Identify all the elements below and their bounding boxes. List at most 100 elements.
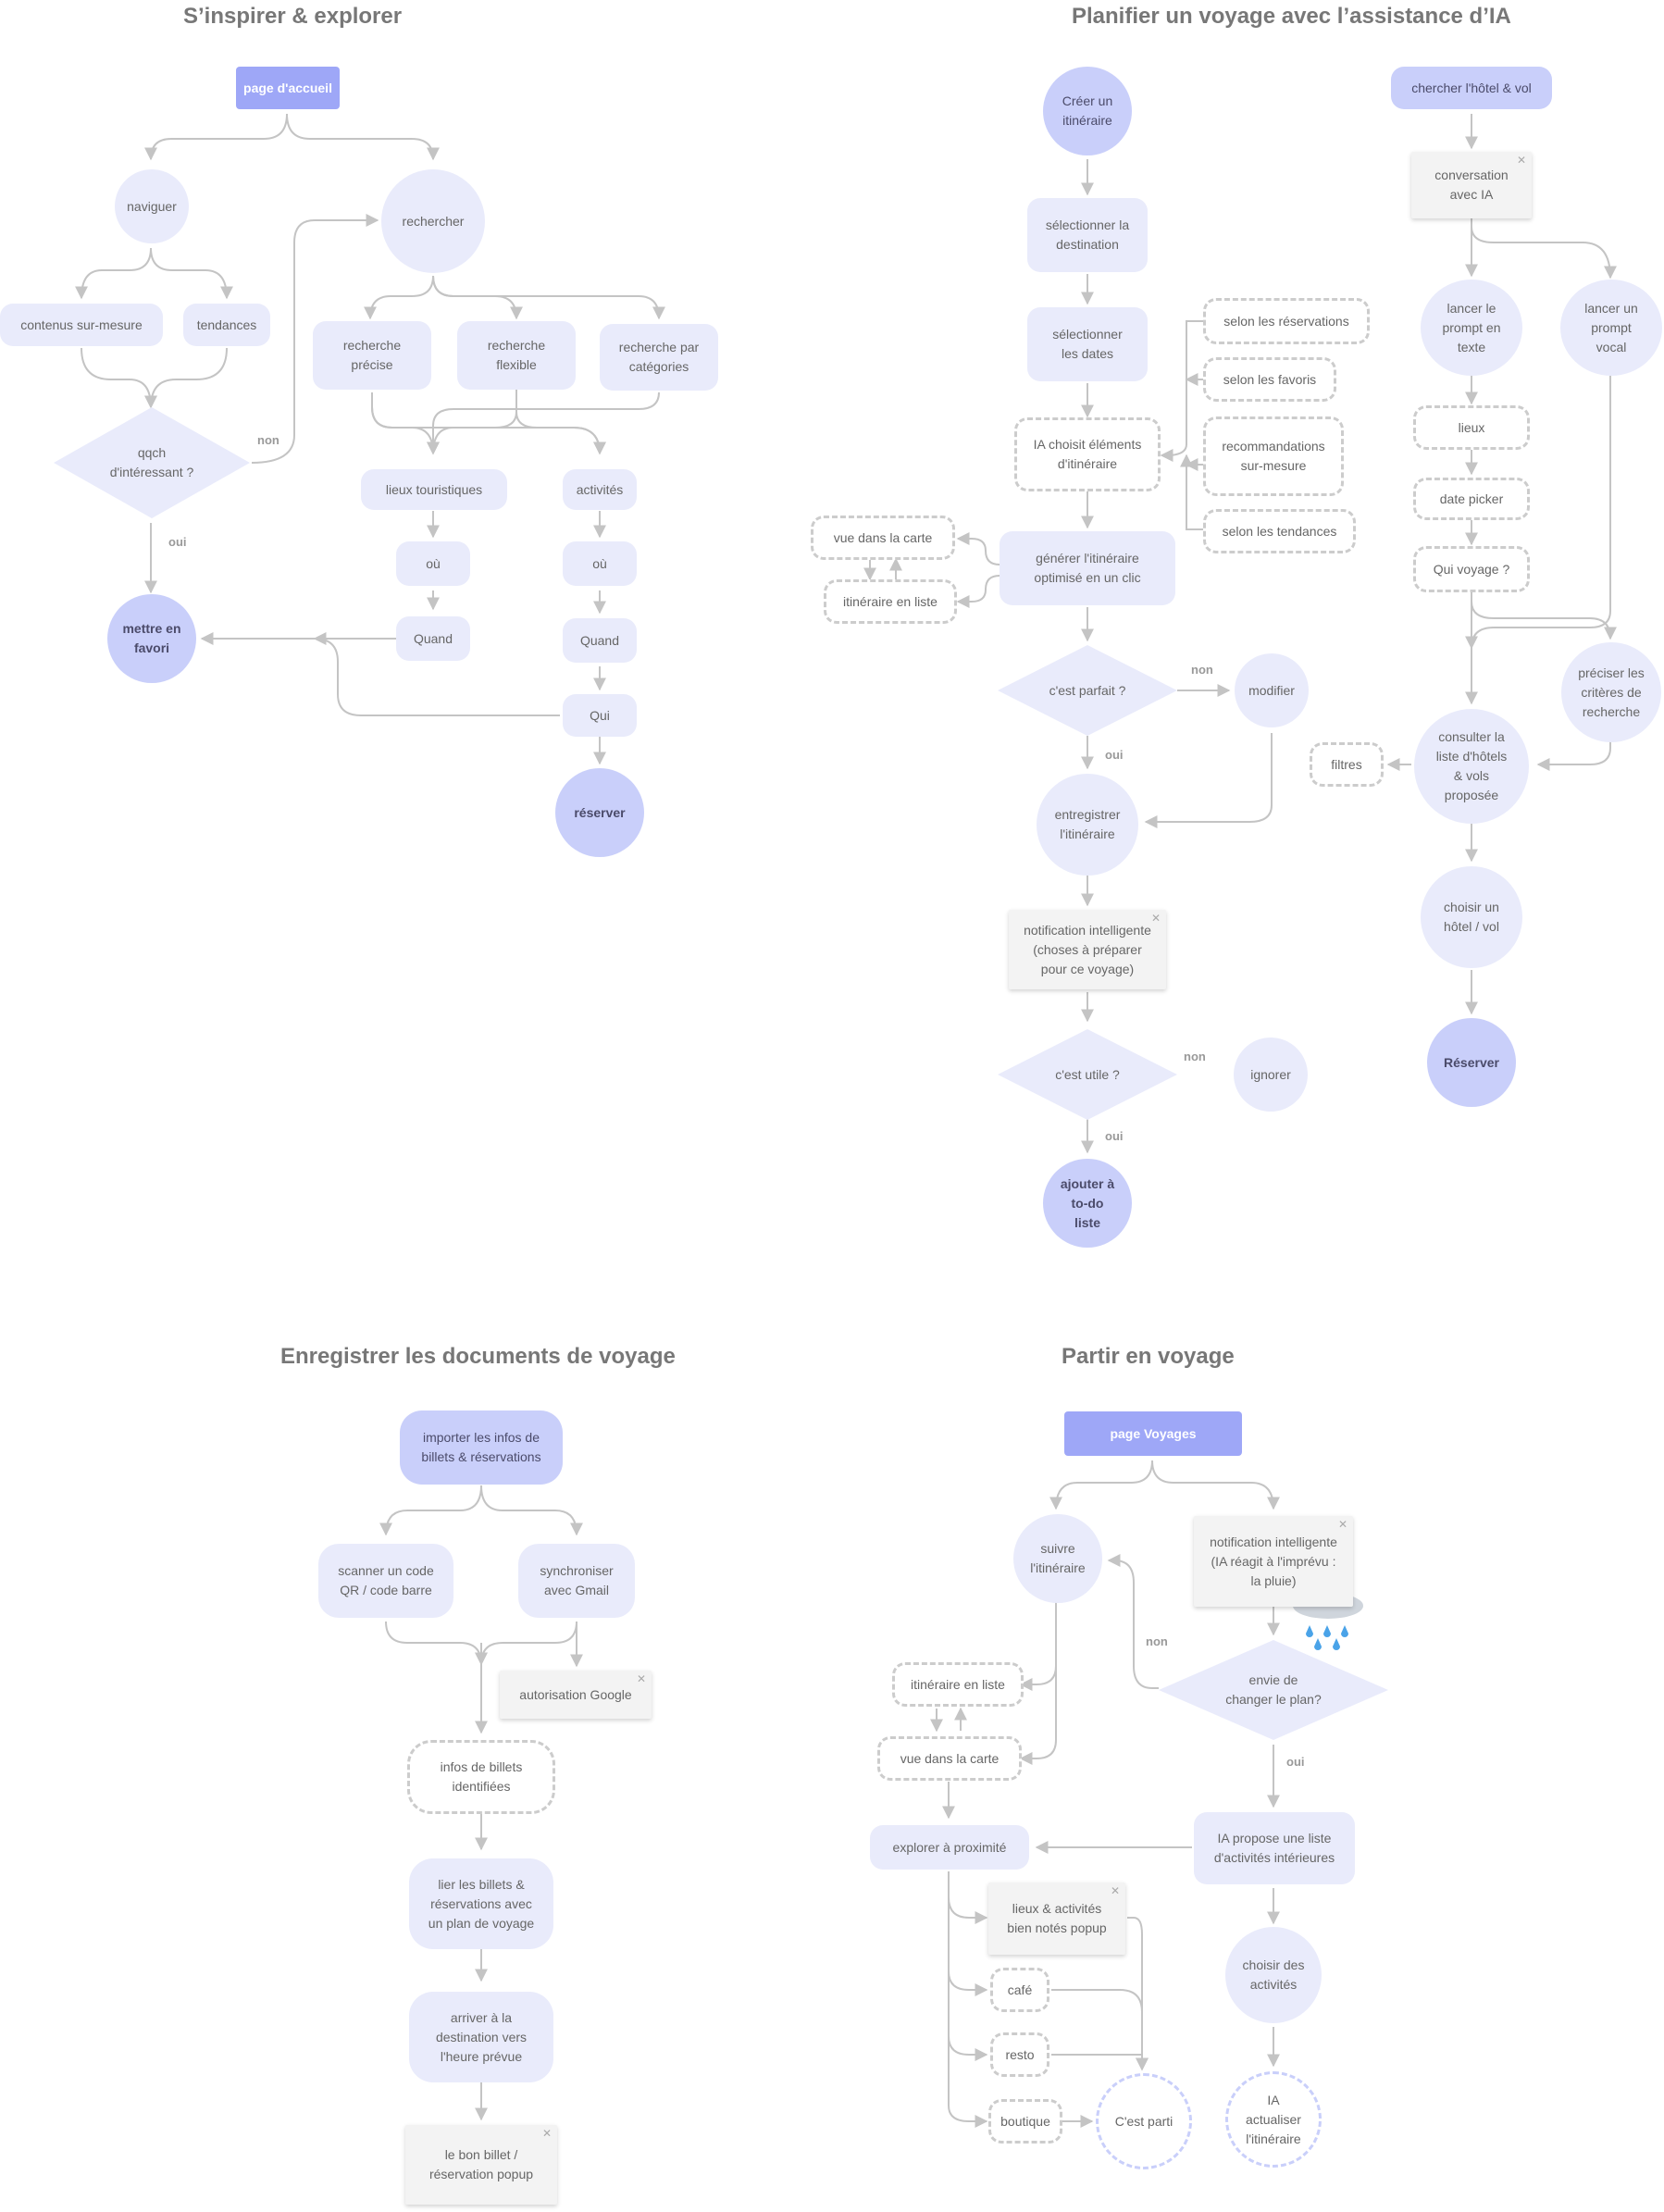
edge — [948, 1871, 988, 1924]
popup-notification-preparer: notification intelligente (choses à prép… — [1009, 910, 1166, 989]
close-icon[interactable]: ✕ — [636, 1672, 646, 1685]
section-title-plan: Planifier un voyage avec l’assistance d’… — [1072, 4, 1511, 29]
node-vue-carte-e: vue dans la carte — [877, 1736, 1022, 1781]
node-quand-a: Quand — [396, 616, 470, 661]
node-explorer-proximite: explorer à proximité — [870, 1825, 1029, 1870]
edge — [371, 392, 440, 455]
close-icon[interactable]: ✕ — [1150, 912, 1161, 925]
edge — [1536, 731, 1611, 771]
node-selon-reservations: selon les réservations — [1203, 298, 1370, 344]
node-ajouter-todo: ajouter à to-do liste — [1043, 1159, 1132, 1248]
close-icon[interactable]: ✕ — [1337, 1518, 1347, 1531]
section-title-trip: Partir en voyage — [1062, 1344, 1235, 1369]
node-infos-identifiees: infos de billets identifiées — [407, 1740, 555, 1814]
popup-text: lieux & activités bien notés popup — [1007, 1901, 1107, 1935]
edge — [144, 113, 288, 161]
node-itineraire-liste-b: itinéraire en liste — [824, 579, 957, 624]
node-contenus-sur-mesure: contenus sur-mesure — [0, 304, 163, 346]
edge — [385, 1621, 488, 1666]
node-naviguer: naviguer — [115, 169, 189, 243]
node-lier-billets: lier les billets & réservations avec un … — [409, 1858, 553, 1949]
node-generer-itineraire: générer l'itinéraire optimisé en un clic — [1000, 531, 1175, 605]
node-selectionner-dates: sélectionner les dates — [1027, 307, 1148, 381]
edge — [948, 2036, 988, 2128]
node-reserver-c: Réserver — [1427, 1018, 1516, 1107]
edge — [1144, 733, 1273, 828]
edge — [1051, 1989, 1149, 2071]
node-scanner-code: scanner un code QR / code barre — [318, 1544, 453, 1618]
edge — [956, 532, 1000, 565]
node-consulter-liste: consulter la liste d'hôtels & vols propo… — [1414, 709, 1529, 824]
node-creer-itineraire: Créer un itinéraire — [1043, 67, 1132, 155]
decision-label: c'est parfait ? — [1049, 682, 1126, 698]
node-ia-actualiser: IA actualiser l'itinéraire — [1225, 2071, 1322, 2168]
popup-text: le bon billet / réservation popup — [428, 2147, 534, 2181]
section-title-documents: Enregistrer les documents de voyage — [280, 1344, 676, 1369]
node-cafe: café — [990, 1968, 1049, 2012]
node-chercher-hotel-vol: chercher l'hôtel & vol — [1391, 67, 1552, 109]
close-icon[interactable]: ✕ — [1110, 1884, 1120, 1897]
edge-label-oui: oui — [1286, 1755, 1305, 1769]
edge-label-non: non — [1184, 1050, 1206, 1063]
edge-label-oui: oui — [1105, 748, 1124, 762]
popup-text: conversation avec IA — [1434, 168, 1509, 202]
edge — [313, 632, 560, 716]
edge — [1019, 1647, 1057, 1765]
node-lieux-touristiques: lieux touristiques — [361, 469, 507, 510]
edge — [144, 347, 228, 409]
edge-label-non: non — [1191, 663, 1213, 677]
edge — [251, 214, 379, 464]
node-date-picker: date picker — [1413, 478, 1530, 520]
edge-label-non: non — [257, 433, 279, 447]
edge — [427, 389, 517, 455]
popup-conversation-ia: conversation avec IA ✕ — [1411, 152, 1532, 218]
node-filtres: filtres — [1310, 742, 1384, 787]
node-ia-propose-liste: IA propose une liste d'activités intérie… — [1194, 1812, 1355, 1884]
decision-label: envie de changer le plan? — [1225, 1672, 1322, 1707]
close-icon[interactable]: ✕ — [1516, 154, 1526, 167]
node-ou-a: où — [396, 541, 470, 586]
edge — [1051, 2054, 1149, 2071]
popup-bon-billet: le bon billet / réservation popup ✕ — [405, 2125, 557, 2205]
node-synchroniser-gmail: synchroniser avec Gmail — [518, 1544, 635, 1618]
edge — [1180, 454, 1203, 530]
node-choisir-hotel: choisir un hôtel / vol — [1421, 866, 1522, 968]
node-prompt-vocal: lancer un prompt vocal — [1560, 280, 1662, 376]
node-recommandations: recommandations sur-mesure — [1203, 416, 1344, 496]
edge — [1465, 376, 1611, 650]
edge — [480, 1485, 583, 1536]
node-preciser-criteres: préciser les critères de recherche — [1561, 642, 1661, 742]
edge — [432, 275, 665, 320]
node-recherche-categories: recherche par catégories — [600, 324, 718, 391]
edge — [371, 392, 606, 455]
node-importer-infos: importer les infos de billets & réservat… — [400, 1410, 563, 1485]
node-recherche-flexible: recherche flexible — [457, 321, 576, 390]
node-page-accueil: page d'accueil — [236, 67, 340, 109]
node-lieux: lieux — [1413, 405, 1530, 450]
edge-label-oui: oui — [1105, 1129, 1124, 1143]
node-boutique: boutique — [988, 2099, 1062, 2144]
node-choisir-activites: choisir des activités — [1225, 1927, 1322, 2023]
edge — [948, 1971, 988, 2061]
node-selon-tendances: selon les tendances — [1203, 509, 1356, 553]
decision-qqch-interessant: qqch d'intéressant ? — [54, 407, 250, 518]
node-suivre-itineraire: suivre l'itinéraire — [1013, 1514, 1102, 1603]
edge — [81, 347, 157, 409]
node-resto: resto — [990, 2032, 1049, 2077]
edge — [364, 275, 434, 320]
edge — [1049, 1460, 1153, 1510]
node-qui: Qui — [563, 694, 637, 737]
node-cest-parti: C'est parti — [1096, 2073, 1192, 2169]
popup-text: autorisation Google — [519, 1686, 632, 1702]
edge — [286, 113, 440, 161]
edge — [1471, 226, 1617, 280]
popup-notification-pluie: notification intelligente (IA réagit à l… — [1194, 1516, 1353, 1607]
edge — [75, 247, 152, 300]
node-tendances: tendances — [183, 304, 270, 346]
close-icon[interactable]: ✕ — [541, 2127, 552, 2140]
edge — [948, 1897, 988, 1996]
edge — [956, 575, 1000, 608]
node-prompt-texte: lancer le prompt en texte — [1421, 280, 1522, 376]
